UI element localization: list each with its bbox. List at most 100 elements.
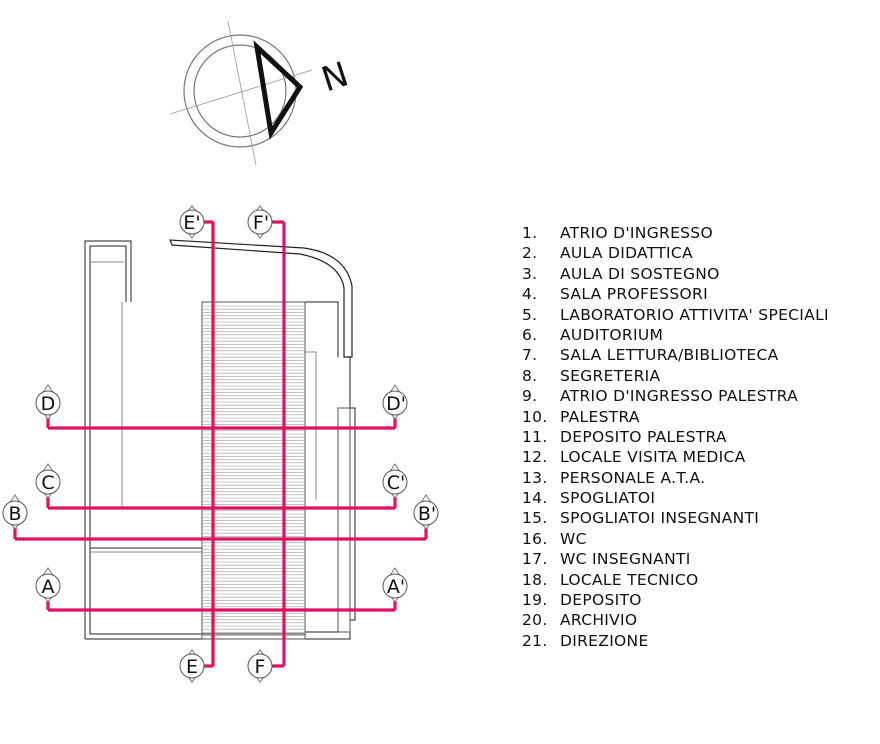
- legend-item: 7. SALA LETTURA/BIBLIOTECA: [522, 345, 829, 365]
- legend-label: DIREZIONE: [560, 631, 649, 650]
- legend-number: 17.: [522, 550, 548, 569]
- legend-item: 6.AUDITORIUM: [522, 325, 829, 345]
- building-walls: [84, 239, 356, 640]
- section-marker-c-right: C': [382, 463, 408, 499]
- east-wing-wall: [305, 301, 339, 357]
- legend-number: 19.: [522, 591, 548, 610]
- legend-number: 10.: [522, 407, 548, 426]
- legend-label: DEPOSITO: [560, 591, 642, 610]
- legend-label: ATRIO D'INGRESSO: [560, 224, 713, 242]
- gym-hall: [201, 301, 306, 640]
- compass-axis-line: [227, 20, 257, 166]
- section-marker-circle: [382, 390, 408, 416]
- legend-item: 18.LOCALE TECNICO: [522, 570, 829, 590]
- section-label: D: [41, 393, 56, 415]
- section-marker-circle: [382, 573, 408, 599]
- legend-number: 6.: [522, 325, 538, 344]
- section-marker-circle: [2, 500, 28, 526]
- legend-item: 2. AULA DIDATTICA: [522, 243, 829, 263]
- section-marker-circle: [35, 469, 61, 495]
- legend-item: 11.DEPOSITO PALESTRA: [522, 427, 829, 447]
- north-compass: N: [169, 20, 354, 166]
- legend-item: 17. WC INSEGNANTI: [522, 549, 829, 569]
- legend-label: WC INSEGNANTI: [560, 550, 691, 569]
- compass-inner-ring: [193, 44, 287, 138]
- north-roof-curve: [169, 239, 353, 358]
- legend-number: 8.: [522, 366, 538, 385]
- legend-item: 16. WC: [522, 529, 829, 549]
- legend-number: 16.: [522, 529, 548, 548]
- section-marker-f-top: F': [247, 205, 273, 239]
- legend-label: LABORATORIO ATTIVITA' SPECIALI: [560, 305, 829, 324]
- legend-label: LOCALE TECNICO: [560, 570, 699, 589]
- east-wall: [349, 357, 356, 621]
- legend-number: 5.: [522, 305, 538, 324]
- section-marker-d-right: D': [382, 384, 408, 420]
- section-marker-circle: [179, 209, 205, 235]
- section-label: C': [387, 472, 406, 494]
- legend-item: 12. LOCALE VISITA MEDICA: [522, 447, 829, 467]
- section-marker-circle: [413, 500, 439, 526]
- section-marker-circle: [179, 653, 205, 679]
- section-marker-circle: [247, 209, 273, 235]
- legend-label: LOCALE VISITA MEDICA: [560, 448, 746, 467]
- legend-label: ARCHIVIO: [560, 611, 638, 630]
- gym-floor-lines: [203, 305, 304, 636]
- legend-item: 13.PERSONALE A.T.A.: [522, 468, 829, 488]
- legend-number: 7.: [522, 346, 538, 365]
- legend-label: AULA DI SOSTEGNO: [560, 264, 720, 283]
- east-wing-detail: [305, 351, 317, 500]
- legend-number: 9.: [522, 387, 538, 406]
- legend-item: 5. LABORATORIO ATTIVITA' SPECIALI: [522, 305, 829, 325]
- legend-number: 11.: [522, 427, 548, 446]
- section-marker-b-left: B: [2, 494, 28, 530]
- legend-number: 3.: [522, 264, 538, 283]
- legend-item: 8.SEGRETERIA: [522, 366, 829, 386]
- section-label: C: [41, 472, 54, 494]
- legend-number: 2.: [522, 244, 538, 263]
- section-marker-circle: [382, 469, 408, 495]
- lower-left-room: [89, 547, 203, 635]
- section-label: A: [42, 576, 55, 598]
- legend-item: 15.SPOGLIATOI INSEGNANTI: [522, 508, 829, 528]
- section-marker-d-left: D: [35, 384, 61, 420]
- section-marker-circle: [35, 390, 61, 416]
- west-wall: [84, 240, 132, 639]
- section-label: A': [387, 576, 405, 598]
- compass-outer-ring: [183, 34, 297, 148]
- legend-label: AULA DIDATTICA: [560, 244, 693, 263]
- legend-label: SALA LETTURA/BIBLIOTECA: [560, 346, 779, 365]
- legend-number: 4.: [522, 285, 538, 304]
- legend-number: 15.: [522, 509, 548, 528]
- section-label: E': [183, 212, 200, 234]
- east-wall-segment: [337, 407, 351, 633]
- legend-item: 20.ARCHIVIO: [522, 610, 829, 630]
- legend-label: SALA PROFESSORI: [560, 285, 708, 304]
- section-marker-circle: [247, 653, 273, 679]
- section-marker-e-bottom: E: [179, 649, 205, 683]
- legend-item: 21.DIREZIONE: [522, 631, 829, 651]
- west-wall-inner: [89, 245, 127, 634]
- legend-item: 1.ATRIO D'INGRESSO: [522, 223, 829, 243]
- north-label: N: [317, 54, 354, 100]
- section-marker-a-left: A: [35, 567, 61, 603]
- legend-label: WC: [560, 529, 587, 548]
- section-lines: [13, 220, 428, 668]
- legend-item: 9.ATRIO D'INGRESSO PALESTRA: [522, 386, 829, 406]
- legend-item: 14.SPOGLIATOI: [522, 488, 829, 508]
- section-label: E: [186, 656, 198, 678]
- section-marker-f-bottom: F: [247, 649, 273, 683]
- section-marker-b-right: B': [413, 494, 439, 530]
- room-legend: 1.ATRIO D'INGRESSO 2. AULA DIDATTICA 3. AU…: [522, 223, 829, 651]
- legend-number: 12.: [522, 448, 548, 467]
- section-marker-a-right: A': [382, 567, 408, 603]
- legend-item: 19. DEPOSITO: [522, 590, 829, 610]
- north-arrow-icon: [253, 40, 304, 140]
- legend-item: 3. AULA DI SOSTEGNO: [522, 264, 829, 284]
- legend-item: 10.PALESTRA: [522, 407, 829, 427]
- section-marker-c-left: C: [35, 463, 61, 499]
- section-label: B': [418, 503, 436, 525]
- section-label: D': [386, 393, 406, 415]
- legend-label: PERSONALE A.T.A.: [560, 468, 706, 487]
